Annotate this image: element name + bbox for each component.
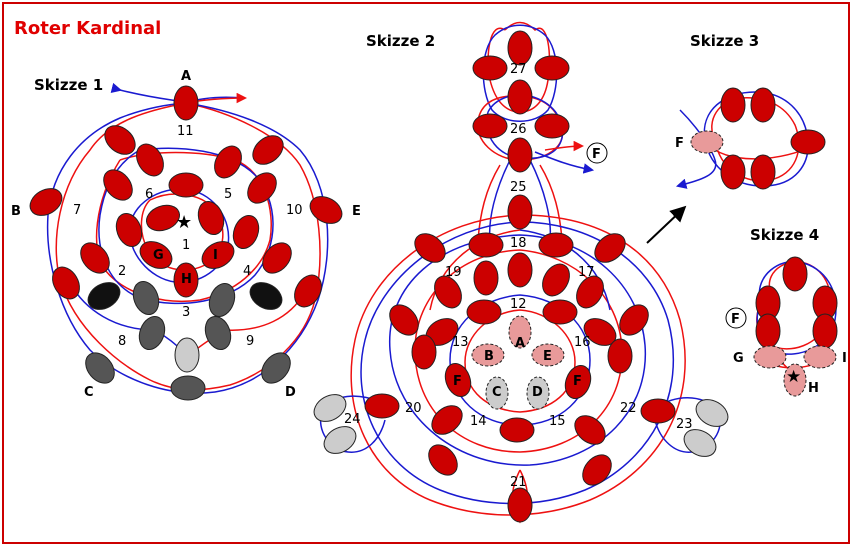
sketch-2-label: Skizze 2: [366, 32, 436, 50]
s4-letter-f: F: [731, 312, 740, 327]
s2-letter-f-left: F: [453, 374, 462, 389]
sketch-2: F A B C D E F F 12 13 14 15 16 17 18 19 …: [313, 21, 729, 524]
s2-num-16: 16: [574, 335, 591, 350]
s1-num-2: 2: [118, 264, 126, 279]
svg-text:★: ★: [176, 212, 192, 233]
sketch-4-label: Skizze 4: [750, 226, 820, 244]
s2-num-17: 17: [578, 265, 595, 280]
sketch-4: ★ F G H I: [725, 256, 847, 397]
s2-letter-e: E: [543, 349, 552, 364]
s2-num-27: 27: [510, 62, 527, 77]
sketch-1: ★ A B C D E G H I 1 2 3 4 5 6 7 8 9 10 1…: [11, 69, 361, 401]
s2-num-24: 24: [344, 412, 361, 427]
s2-num-22: 22: [620, 401, 637, 416]
s1-num-6: 6: [145, 187, 153, 202]
arrow-icon: [646, 205, 687, 244]
s2-num-25: 25: [510, 180, 527, 195]
s4-letter-i: I: [842, 351, 847, 366]
s1-num-11: 11: [177, 124, 194, 139]
s2-num-26: 26: [510, 122, 527, 137]
sketch-1-label: Skizze 1: [34, 76, 104, 94]
s1-letter-c: C: [84, 385, 94, 400]
s2-letter-c: C: [492, 385, 502, 400]
s2-num-19: 19: [445, 265, 462, 280]
s3-letter-f: F: [675, 136, 684, 151]
s1-letter-d: D: [285, 385, 296, 400]
s2-num-23: 23: [676, 417, 693, 432]
s1-num-8: 8: [118, 334, 126, 349]
s1-letter-b: B: [11, 204, 21, 219]
s2-letter-b: B: [484, 349, 494, 364]
s1-letter-a: A: [181, 69, 191, 84]
s2-num-18: 18: [510, 236, 527, 251]
s1-num-1: 1: [182, 238, 190, 253]
s2-num-13: 13: [452, 335, 469, 350]
sketch-3-label: Skizze 3: [690, 32, 760, 50]
s2-letter-f-circle: F: [592, 147, 601, 162]
s4-letter-g: G: [733, 351, 744, 366]
s1-num-5: 5: [224, 187, 232, 202]
s4-letter-h: H: [808, 381, 819, 396]
s1-num-7: 7: [73, 203, 81, 218]
s2-num-20: 20: [405, 401, 422, 416]
s2-letter-d: D: [532, 385, 543, 400]
s1-letter-i: I: [213, 248, 218, 263]
s2-num-14: 14: [470, 414, 487, 429]
s1-num-4: 4: [243, 264, 251, 279]
diagram-title: Roter Kardinal: [14, 18, 162, 39]
s1-letter-h: H: [181, 272, 192, 287]
s1-letter-e: E: [352, 204, 361, 219]
s2-letter-f-right: F: [573, 374, 582, 389]
svg-text:★: ★: [786, 367, 801, 387]
s1-num-10: 10: [286, 203, 303, 218]
s1-num-9: 9: [246, 334, 254, 349]
s2-num-21: 21: [510, 475, 527, 490]
s1-letter-g: G: [153, 248, 164, 263]
s2-letter-a: A: [515, 336, 525, 351]
s2-num-12: 12: [510, 297, 527, 312]
s1-num-3: 3: [182, 305, 190, 320]
sketch-3: F: [675, 87, 826, 190]
s2-num-15: 15: [549, 414, 566, 429]
